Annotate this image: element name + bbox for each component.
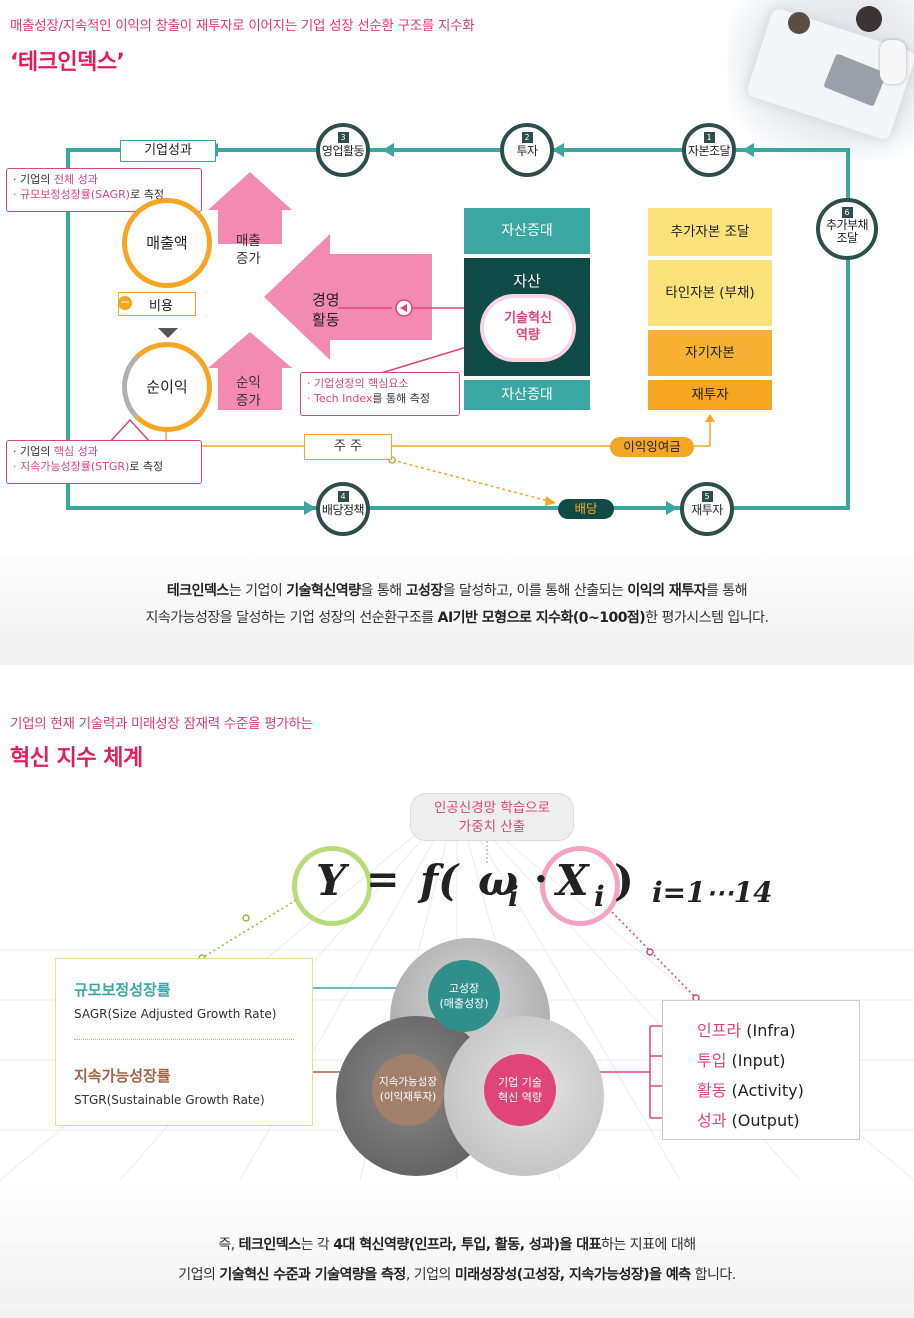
section2-subtitle: 기업의 현재 기술력과 미래성장 잠재력 수준을 평가하는 [10,716,313,732]
funding-reinvestment: 재투자 [648,380,772,410]
funding-equity: 자기자본 [648,330,772,376]
cost-label: 비용 [149,299,173,314]
formula-x-sub: i [594,880,605,913]
y-highlight-circle [292,846,372,926]
section1-subtitle: 매출성장/지속적인 이익의 창출이 재투자로 이어지는 기업 성장 선순환 구조… [10,18,475,34]
formula-range: i=1⋯14 [652,876,773,909]
component-input: 투입 (Input) [697,1051,786,1070]
sales-ring: 매출액 [122,198,212,288]
sustainable-growth-circle: 지속가능성장(이익재투자) [372,1054,444,1126]
asset-increase-top: 자산증대 [464,208,590,254]
legend-divider [74,1039,294,1040]
high-growth-circle: 고성장(매출성장) [428,960,500,1032]
asset-label: 자산 [513,272,541,290]
note-growth-key-element: · 기업성장의 핵심요소 · Tech Index를 통해 측정 [300,372,460,416]
component-infra: 인프라 (Infra) [697,1021,796,1040]
growth-legend-box: 규모보정성장률 SAGR(Size Adjusted Growth Rate) … [55,958,313,1126]
cost-box: − 비용 [118,292,196,316]
corp-performance-box: 기업성과 [120,140,216,162]
section2-bottom-shade [0,1170,914,1318]
flow-line-left [66,148,70,510]
component-activity: 활동 (Activity) [697,1081,804,1100]
formula-f: f( [420,856,458,905]
section2-description: 즉, 테크인덱스는 각 4대 혁신역량(인프라, 투입, 활동, 성과)을 대표… [178,1237,736,1283]
retained-earnings-pill: 이익잉여금 [610,437,694,457]
funding-additional-capital: 추가자본 조달 [648,208,772,256]
formula-dot: · [534,856,548,903]
net-income-ring: 순이익 [122,342,212,432]
legend-stgr-sub: STGR(Sustainable Growth Rate) [74,1093,265,1107]
note-core-performance: · 기업의 핵심 성과 · 지속가능성장률(STGR)로 측정 [6,440,202,484]
minus-icon: − [118,295,132,310]
dividend-pill: 배당 [558,499,614,519]
section1-title: ‘테크인덱스’ [10,50,125,75]
meeting-photo [728,0,914,160]
section1-bottom-shade [0,540,914,665]
component-output: 성과 (Output) [697,1111,800,1130]
formula-close: ) [614,856,634,905]
formula-y: Y [316,856,346,905]
asset-increase-bottom: 자산증대 [464,380,590,410]
innovation-components-box: 인프라 (Infra) 투입 (Input) 활동 (Activity) 성과 … [662,1000,860,1140]
formula-equals: = [366,856,400,903]
legend-stgr-title: 지속가능성장률 [74,1067,171,1085]
x-highlight-circle [540,846,620,926]
flow-line-top [66,148,850,152]
flow-line-right [846,148,850,510]
section2-title: 혁신 지수 체계 [10,746,143,771]
funding-debt: 타인자본 (부채) [648,260,772,326]
flow-line-bottom [66,506,850,510]
legend-sagr-title: 규모보정성장률 [74,981,171,999]
legend-sagr-sub: SAGR(Size Adjusted Growth Rate) [74,1007,277,1021]
formula-x: X [556,856,589,905]
formula-omega-sub: i [508,880,519,913]
section1-description: 테크인덱스는 기업이 기술혁신역량을 통해 고성장을 달성하고, 이를 통해 산… [145,583,770,626]
flow-arrows [108,143,754,515]
formula-omega: ω [478,856,518,905]
shareholders-box: 주 주 [304,434,392,460]
